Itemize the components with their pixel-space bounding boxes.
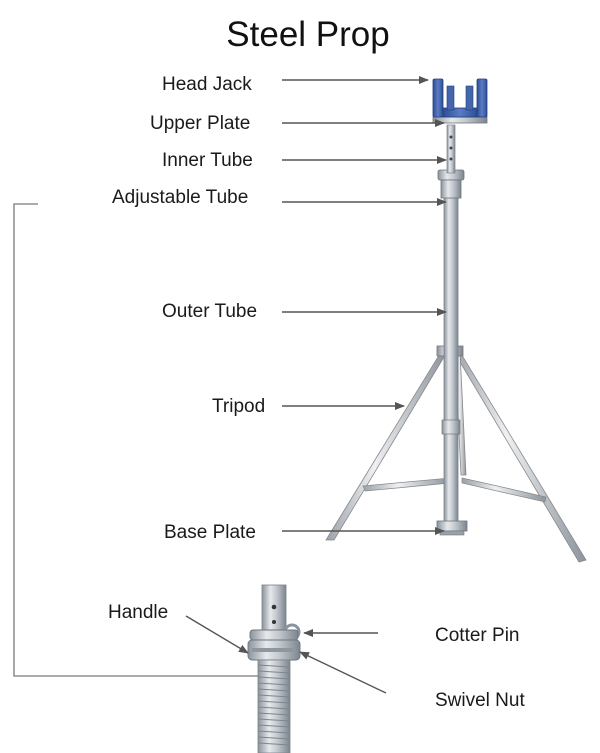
- label-head-jack: Head Jack: [162, 74, 252, 95]
- label-handle: Handle: [108, 602, 168, 623]
- label-swivel-nut: Swivel Nut: [435, 690, 525, 711]
- label-tripod: Tripod: [212, 396, 265, 417]
- label-inner-tube: Inner Tube: [162, 150, 253, 171]
- base-plate: [436, 520, 468, 532]
- label-base-plate: Base Plate: [164, 522, 256, 543]
- label-cotter-pin: Cotter Pin: [435, 625, 519, 646]
- label-outer-tube: Outer Tube: [162, 301, 257, 322]
- outer-tube: [443, 197, 459, 524]
- arrow-swivel-nut: [299, 651, 387, 694]
- detail-bracket-line: [13, 203, 258, 677]
- detail-closeup: [247, 584, 301, 753]
- prop-illustration: [325, 78, 587, 563]
- label-upper-plate: Upper Plate: [150, 113, 250, 134]
- diagram-title: Steel Prop: [226, 15, 389, 54]
- head-jack: [432, 78, 488, 118]
- label-adjustable-tube: Adjustable Tube: [112, 187, 248, 208]
- arrow-handle: [185, 615, 249, 654]
- upper-plate: [432, 116, 488, 124]
